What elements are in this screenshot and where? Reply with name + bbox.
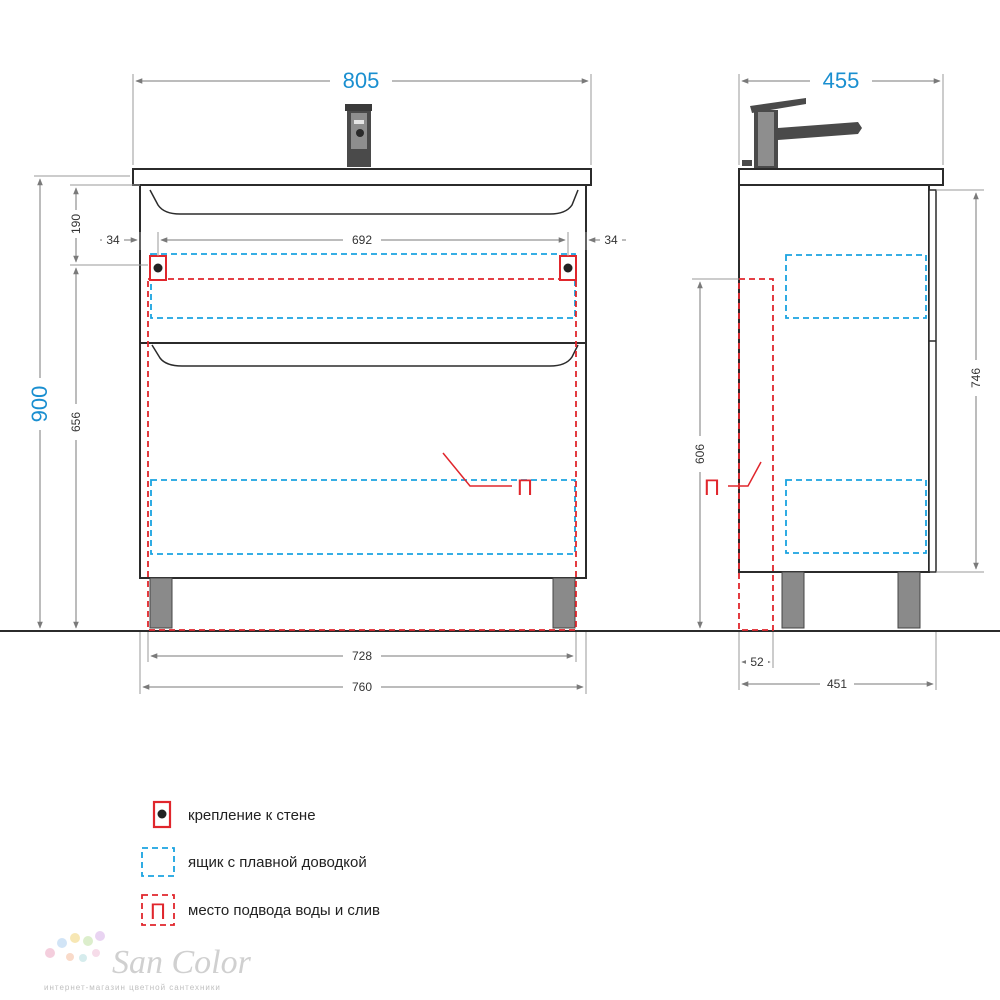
legend-label-drawer: ящик с плавной доводкой — [188, 854, 367, 871]
front-wall-mount-right — [559, 255, 577, 281]
front-plumbing-leader — [442, 452, 512, 487]
plumbing-zone-icon — [141, 894, 175, 926]
legend: крепление к стене ящик с плавной доводко… — [141, 800, 380, 926]
front-view: П 805 900 190 656 34 692 34 — [26, 66, 626, 694]
front-leg-right — [552, 577, 576, 629]
legend-item-plumbing: П место подвода воды и слив — [141, 894, 380, 926]
front-upper-handle — [149, 189, 579, 215]
front-wall-mount-left — [149, 255, 167, 281]
legend-item-wall-mount: крепление к стене — [152, 800, 316, 829]
side-plumbing-mark: П — [704, 475, 720, 500]
side-countertop — [738, 168, 944, 186]
side-view: П 455 746 606 52 451 — [688, 66, 986, 692]
soft-close-drawer-icon — [141, 847, 175, 877]
side-upper-drawer-box — [785, 254, 927, 319]
side-plumbing-leader — [728, 461, 762, 487]
front-lower-drawer-box — [150, 479, 576, 555]
dim-lower-height: 656 — [69, 412, 83, 432]
dim-mount-spacing: 692 — [352, 233, 372, 247]
side-front-panel — [928, 189, 937, 573]
side-leg-back — [781, 571, 805, 629]
front-countertop — [132, 168, 592, 186]
dim-plumbing-width: 52 — [750, 655, 764, 669]
front-cabinet-body — [139, 184, 587, 579]
legend-item-drawer: ящик с плавной доводкой — [141, 847, 367, 877]
front-lower-handle — [151, 344, 579, 367]
side-faucet-icon — [742, 98, 862, 168]
brand-logo-icon — [45, 931, 105, 962]
front-plumbing-zone — [147, 278, 577, 631]
dim-mount-right: 34 — [604, 233, 618, 247]
legend-label-wall-mount: крепление к стене — [188, 807, 316, 824]
dim-body-depth: 451 — [827, 677, 847, 691]
brand-tagline: интернет-магазин цветной сантехники — [44, 983, 221, 992]
dim-overall-width: 805 — [343, 68, 380, 93]
dim-plumbing-height: 606 — [693, 444, 707, 464]
dim-overall-height: 900 — [27, 386, 52, 423]
dim-inner-width: 728 — [352, 649, 372, 663]
dim-body-width: 760 — [352, 680, 372, 694]
front-leg-left — [149, 577, 173, 629]
legend-plumbing-mark: П — [150, 899, 166, 924]
front-upper-drawer-box — [150, 253, 576, 319]
dim-mount-left: 34 — [106, 233, 120, 247]
side-lower-drawer-box — [785, 479, 927, 554]
dim-overall-depth: 455 — [823, 68, 860, 93]
side-cabinet-body — [738, 184, 930, 573]
brand-name: San Color — [112, 944, 252, 981]
side-plumbing-zone — [738, 278, 774, 631]
dim-top-offset: 190 — [69, 214, 83, 234]
brand-watermark: San Color интернет-магазин цветной санте… — [44, 931, 252, 992]
legend-label-plumbing: место подвода воды и слив — [188, 902, 380, 919]
side-leg-front — [897, 571, 921, 629]
front-plumbing-mark: П — [517, 475, 533, 500]
front-faucet-icon — [345, 104, 372, 167]
wall-mount-icon — [152, 800, 172, 829]
dim-body-height: 746 — [969, 368, 983, 388]
